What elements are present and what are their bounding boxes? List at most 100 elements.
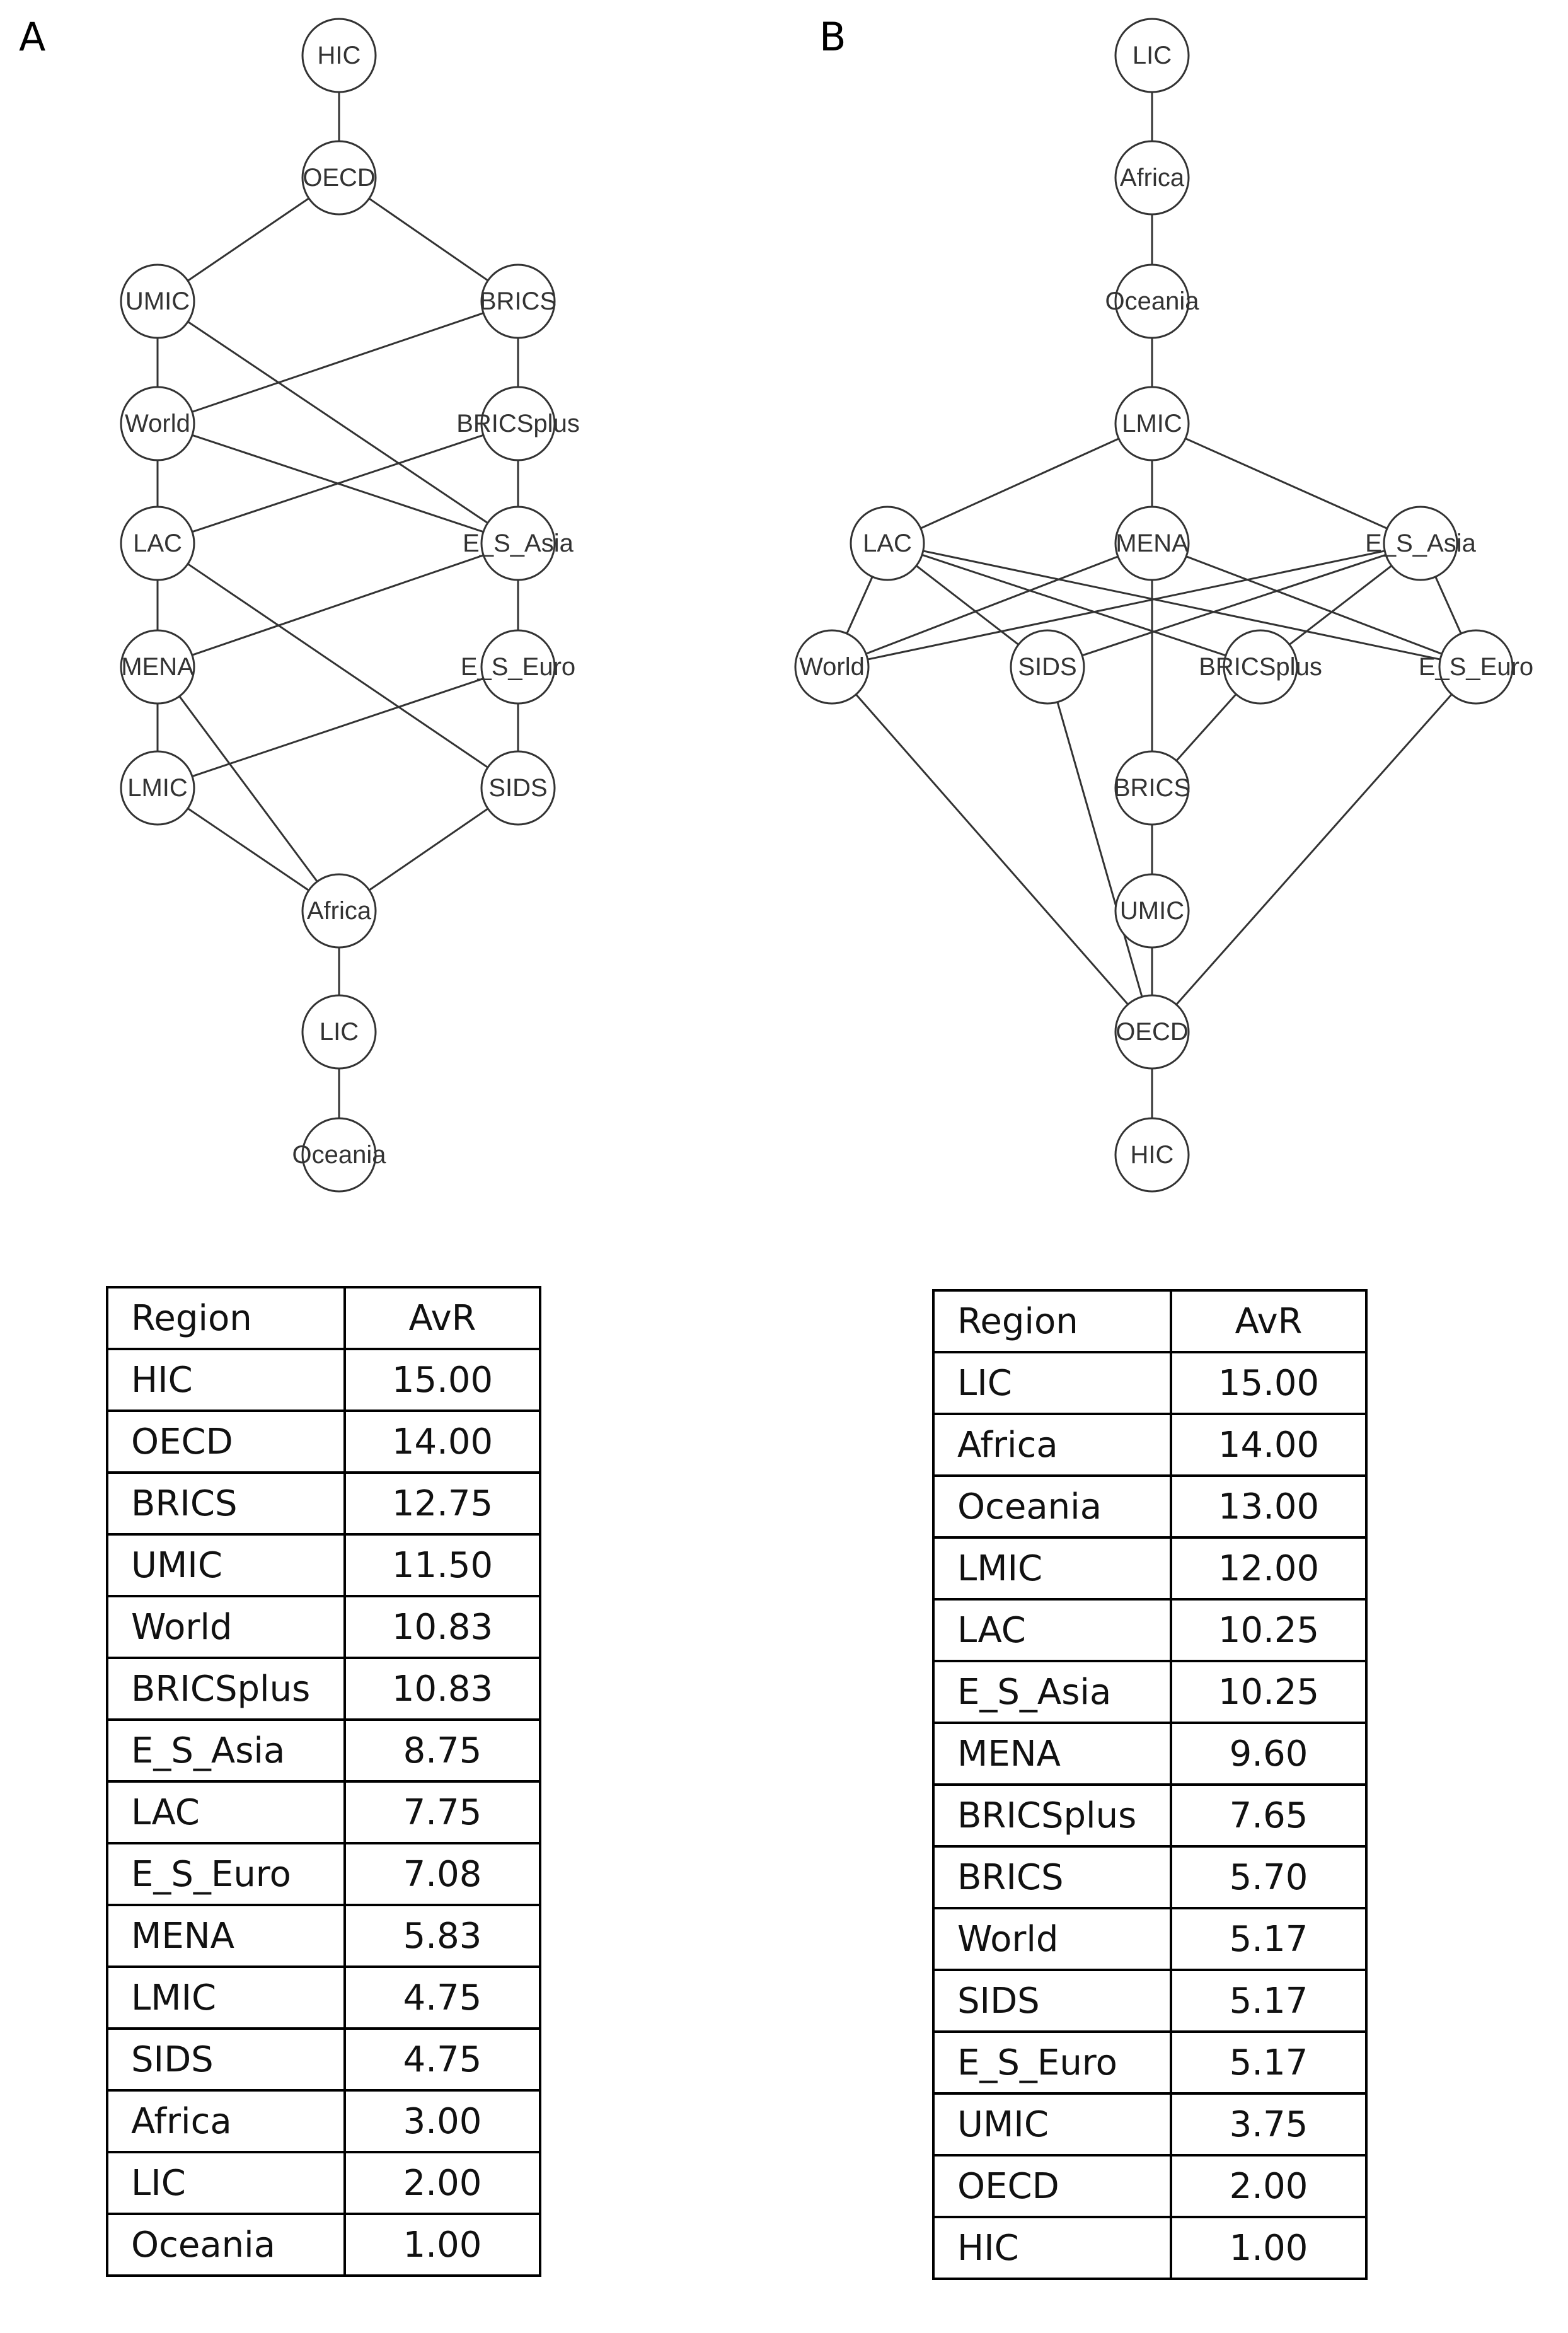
edge: [865, 555, 1119, 655]
region-cell: UMIC: [932, 2092, 1172, 2156]
node-circle: [1383, 506, 1458, 581]
avr-cell: 1.00: [1170, 2216, 1368, 2280]
node: LAC: [850, 506, 925, 581]
edge: [1289, 565, 1392, 645]
region-cell: E_S_Euro: [932, 2030, 1172, 2095]
node-circle: [301, 1117, 377, 1193]
node: World: [120, 386, 195, 461]
node-circle: [120, 629, 195, 705]
edge: [187, 321, 488, 524]
avr-cell: 7.08: [343, 1842, 541, 1906]
node: LAC: [120, 506, 195, 581]
node-circle: [301, 994, 377, 1070]
avr-cell: 10.83: [343, 1657, 541, 1721]
region-cell: OECD: [932, 2154, 1172, 2218]
node-label: HIC: [1131, 1141, 1174, 1169]
node-label: LMIC: [1122, 410, 1182, 437]
node-label: UMIC: [1120, 897, 1184, 925]
avr-cell: 9.60: [1170, 1722, 1368, 1786]
edge: [187, 563, 488, 768]
node: OECD: [1114, 994, 1190, 1070]
node-circle: [120, 386, 195, 461]
region-cell: Oceania: [932, 1474, 1172, 1539]
edge: [1175, 693, 1237, 761]
node-label: LIC: [1133, 42, 1172, 69]
region-cell: LIC: [932, 1351, 1172, 1415]
node-label: World: [799, 653, 865, 681]
region-cell: BRICS: [106, 1471, 346, 1536]
edge: [846, 576, 873, 634]
region-cell: LAC: [106, 1780, 346, 1844]
avr-cell: 12.75: [343, 1471, 541, 1536]
avr-cell: 10.25: [1170, 1660, 1368, 1724]
region-cell: SIDS: [932, 1969, 1172, 2033]
edge: [920, 437, 1119, 530]
node-circle: [794, 629, 870, 705]
node: SIDS: [1010, 629, 1085, 705]
node: E_S_Euro: [461, 629, 575, 705]
node-label: Africa: [1120, 164, 1185, 192]
avr-cell: 10.83: [343, 1595, 541, 1659]
node-label: HIC: [318, 42, 361, 69]
node-circle: [1114, 386, 1190, 461]
edge: [1185, 555, 1443, 655]
node-circle: [480, 629, 556, 705]
node-label: BRICS: [1114, 774, 1190, 802]
node-circle: [120, 506, 195, 581]
node-label: World: [125, 410, 190, 437]
avr-cell: 7.65: [1170, 1783, 1368, 1848]
node-label: E_S_Asia: [463, 530, 574, 557]
node-circle: [480, 263, 556, 339]
region-cell: Africa: [932, 1413, 1172, 1477]
avr-cell: 3.00: [343, 2089, 541, 2153]
region-cell: HIC: [106, 1348, 346, 1412]
node-label: E_S_Euro: [1419, 653, 1533, 681]
avr-cell: 5.17: [1170, 1907, 1368, 1971]
node-circle: [1114, 506, 1190, 581]
edge: [187, 197, 309, 282]
node-label: Africa: [307, 897, 372, 925]
node: BRICS: [480, 263, 556, 339]
node-label: BRICS: [480, 287, 556, 315]
node: HIC: [1114, 1117, 1190, 1193]
region-cell: BRICSplus: [932, 1783, 1172, 1848]
panel-a-letter: A: [19, 14, 46, 60]
avr-cell: 5.17: [1170, 2030, 1368, 2095]
node-label: OECD: [1115, 1018, 1189, 1046]
avr-cell: 12.00: [1170, 1536, 1368, 1601]
region-cell: E_S_Asia: [106, 1718, 346, 1783]
region-cell: LMIC: [932, 1536, 1172, 1601]
edge: [192, 312, 484, 413]
edge: [1434, 576, 1462, 634]
region-cell: E_S_Euro: [106, 1842, 346, 1906]
edge: [368, 808, 489, 891]
node: BRICS: [1114, 750, 1190, 826]
node-label: UMIC: [125, 287, 190, 315]
node-label: BRICSplus: [1199, 653, 1322, 681]
node: World: [794, 629, 870, 705]
avr-cell: 11.50: [343, 1533, 541, 1597]
edge: [855, 693, 1129, 1005]
node: LIC: [1114, 18, 1190, 93]
edge: [1081, 553, 1386, 657]
edge: [192, 678, 484, 777]
avr-cell: 13.00: [1170, 1474, 1368, 1539]
node: Africa: [301, 873, 377, 949]
avr-cell: 4.75: [343, 2027, 541, 2092]
region-cell: Africa: [106, 2089, 346, 2153]
